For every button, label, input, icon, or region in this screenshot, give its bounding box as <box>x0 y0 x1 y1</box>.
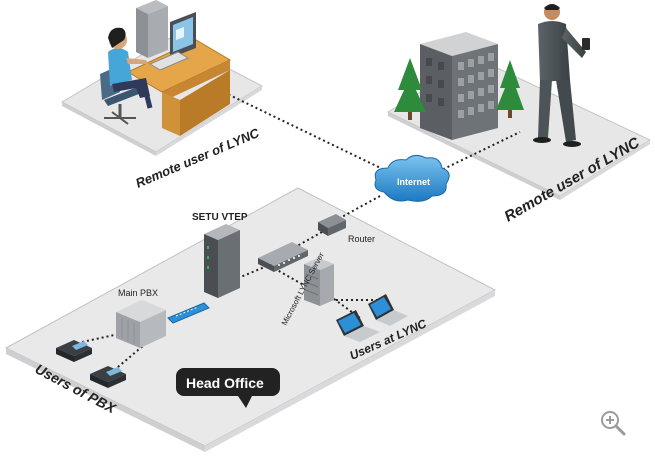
router-label: Router <box>348 234 375 244</box>
internet-cloud-icon <box>374 154 450 202</box>
main-pbx-device-icon <box>116 300 166 348</box>
main-pbx-label: Main PBX <box>118 288 158 298</box>
office-building <box>420 32 498 140</box>
remote-user-right-person <box>533 4 590 147</box>
ip-phone-icon-1 <box>56 340 92 362</box>
tree-right <box>496 60 524 118</box>
zoom-in-icon[interactable] <box>598 408 628 438</box>
lync-server-icon <box>304 258 334 306</box>
tree-left <box>394 58 426 120</box>
setu-vtep-label: SETU VTEP <box>192 212 248 223</box>
router-icon <box>318 214 346 236</box>
laptop-icon-1 <box>336 310 380 342</box>
head-office-label: Head Office <box>186 375 264 391</box>
head-office-callout <box>176 368 280 408</box>
remote-user-left-person <box>100 27 153 125</box>
ip-phone-icon-2 <box>90 366 126 388</box>
network-switch-icon <box>258 242 308 272</box>
head-office-platform <box>4 187 497 452</box>
setu-vtep-device-icon <box>204 224 240 298</box>
internet-label: Internet <box>397 177 430 187</box>
laptop-icon-2 <box>368 294 408 326</box>
pbx-vtep-link <box>167 302 210 324</box>
remote-user-left-desk <box>126 0 232 136</box>
